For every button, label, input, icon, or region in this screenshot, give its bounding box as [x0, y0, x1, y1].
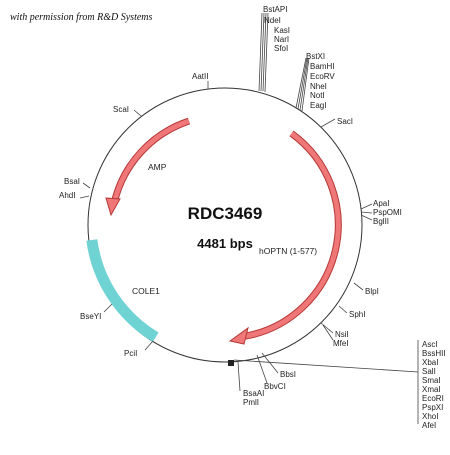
site-xbai: XbaI: [422, 358, 438, 367]
amp-label: AMP: [148, 162, 167, 172]
backbone-circle: [87, 87, 363, 363]
site-blpi: BlpI: [365, 287, 379, 296]
site-afei: AfeI: [422, 421, 436, 430]
amp-feature-arc: [112, 118, 190, 203]
scai-leader: [133, 109, 142, 117]
blpi-leader: [353, 282, 364, 291]
pcii-leader: [144, 340, 154, 351]
saci-leader: [320, 118, 336, 128]
site-bsshii: BssHII: [422, 349, 446, 358]
site-apai: ApaI: [373, 199, 389, 208]
bstxi-leader: [295, 57, 307, 109]
site-bamhi: BamHI: [310, 62, 334, 71]
bstapi-leader-2: [260, 12, 265, 92]
site-sfoi: SfoI: [274, 44, 288, 53]
bstxi-leader-3: [299, 57, 309, 111]
bbsi-leader: [261, 352, 279, 374]
site-scai: ScaI: [113, 105, 129, 114]
nsii-leader: [320, 322, 334, 334]
site-pmli: PmlI: [243, 398, 259, 407]
site-bstapi: BstAPI: [263, 5, 287, 14]
credit-text: with permission from R&D Systems: [10, 12, 153, 23]
site-ecorv: EcoRV: [310, 72, 335, 81]
site-aatii: AatII: [192, 72, 208, 81]
site-xhoi: XhoI: [422, 412, 438, 421]
site-bbsi: BbsI: [280, 370, 296, 379]
site-bsaai: BsaAI: [243, 389, 264, 398]
site-asci: AscI: [422, 340, 438, 349]
bstapi-leader-4: [264, 12, 269, 93]
site-pspxi: PspXI: [422, 403, 443, 412]
site-noti: NotI: [310, 91, 325, 100]
site-bseyi: BseYI: [80, 312, 101, 321]
ahdi-leader: [79, 195, 90, 199]
bstapi-leader: [258, 12, 263, 92]
hoptn-arrowhead: [228, 326, 249, 345]
cole1-feature-arc: [86, 239, 159, 342]
bbvci-leader: [256, 354, 268, 384]
site-nhei: NheI: [310, 82, 327, 91]
bglii-leader: [360, 214, 373, 221]
plasmid-name: RDC3469: [188, 204, 263, 223]
hoptn-feature-outline: [244, 130, 342, 340]
site-bbvci: BbvCI: [264, 382, 286, 391]
site-bstxi: BstXI: [306, 52, 325, 61]
site-ndei: NdeI: [264, 16, 281, 25]
hoptn-label: hOPTN (1-577): [259, 246, 317, 256]
site-eagi: EagI: [310, 101, 326, 110]
site-pcii: PciI: [124, 349, 137, 358]
cluster-tick-block: [228, 360, 234, 366]
site-bglii: BglII: [373, 217, 389, 226]
bseyi-leader: [103, 303, 113, 313]
bstxi-leader-2: [297, 57, 308, 110]
sphi-leader: [338, 305, 348, 314]
site-sali: SalI: [422, 367, 436, 376]
site-pspomi: PspOMI: [373, 208, 402, 217]
bsaai-leader: [237, 361, 241, 392]
site-nsii: NsiI: [335, 330, 349, 339]
site-mfei: MfeI: [333, 339, 349, 348]
apai-leader: [360, 203, 373, 210]
site-smai: SmaI: [422, 376, 441, 385]
hoptn-feature-arc: [244, 131, 341, 339]
bsai-leader: [82, 182, 91, 189]
bstapi-leader-3: [262, 12, 267, 92]
plasmid-size: 4481 bps: [197, 236, 253, 251]
site-sphi: SphI: [349, 310, 365, 319]
site-bsai: BsaI: [64, 177, 80, 186]
asci-leader: [233, 359, 419, 373]
site-xmai: XmaI: [422, 385, 441, 394]
site-ecori: EcoRI: [422, 394, 444, 403]
mfei-leader: [322, 324, 334, 341]
bstxi-leader-4: [301, 57, 310, 112]
site-saci: SacI: [337, 117, 353, 126]
site-ahdi: AhdI: [59, 191, 75, 200]
pspomi-leader: [360, 211, 373, 214]
site-kasi: KasI: [274, 26, 290, 35]
cole1-label: COLE1: [132, 286, 160, 296]
amp-arrowhead: [105, 197, 121, 217]
site-nari: NarI: [274, 35, 289, 44]
